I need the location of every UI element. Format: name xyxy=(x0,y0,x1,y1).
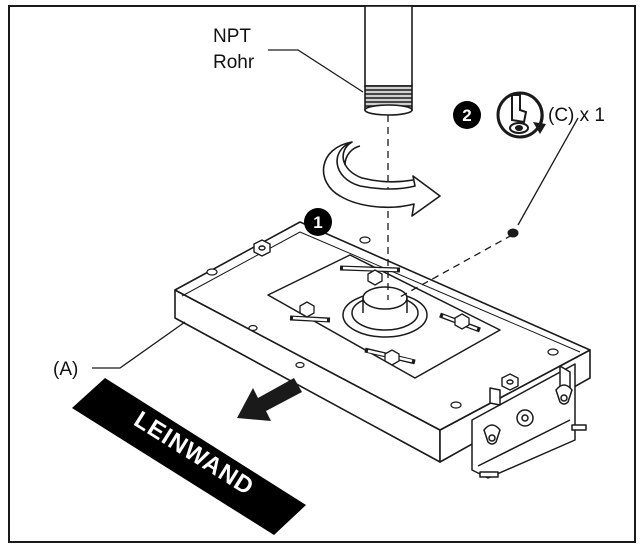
leader-lines xyxy=(92,49,579,369)
part-a-label: (A) xyxy=(53,359,78,380)
diagram-frame xyxy=(8,5,636,543)
set-screw-icon xyxy=(496,91,546,139)
pipe-label-rohr: Rohr xyxy=(213,52,255,73)
side-bracket xyxy=(471,363,587,479)
part-c-label: (C) x 1 xyxy=(548,105,605,126)
plate-holes xyxy=(206,236,559,409)
step-1-number: 1 xyxy=(313,213,322,232)
pipe-label-npt: NPT xyxy=(213,26,251,47)
step-1-badge: 1 xyxy=(304,208,332,236)
npt-pipe xyxy=(364,5,413,116)
corner-bolts xyxy=(253,239,519,391)
adapter-bolts xyxy=(299,269,470,366)
set-screw-c xyxy=(507,228,519,238)
alignment-lines xyxy=(387,115,513,300)
step-2-number: 2 xyxy=(462,106,471,125)
step-2-badge: 2 xyxy=(453,101,481,129)
rotation-arrow-icon xyxy=(322,141,441,217)
arrow-icon xyxy=(237,378,302,421)
pipe-collar xyxy=(342,286,428,338)
